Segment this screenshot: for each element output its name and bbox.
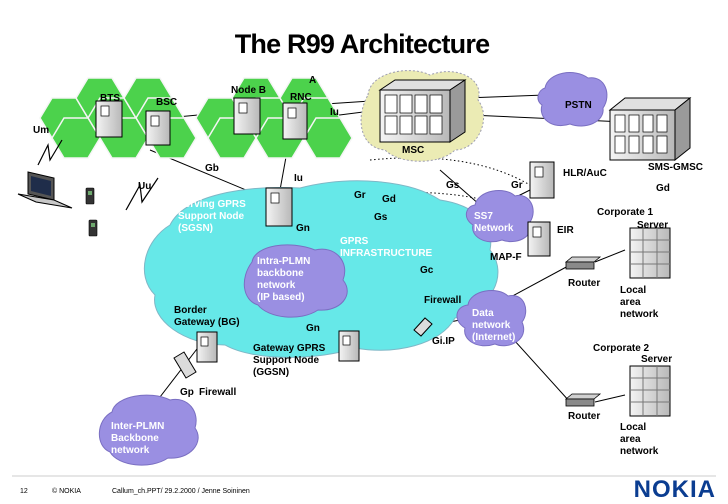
- firewall-gi-icon: [413, 317, 433, 337]
- hlr-auc-label: HLR/AuC: [563, 168, 607, 179]
- data-network-label-2: network: [472, 320, 511, 331]
- interface-gd-mid-label: Gd: [382, 194, 396, 205]
- bts-server-icon: [95, 100, 123, 138]
- gprs-infrastructure-label-2: INFRASTRUCTURE: [340, 248, 433, 259]
- corporate-1-server-icon: [629, 227, 671, 279]
- intra-plmn-label-4: (IP based): [257, 292, 305, 303]
- server-2-label: Server: [641, 354, 672, 365]
- node-b-label: Node B: [231, 85, 266, 96]
- mobile-phone-2-icon: [88, 219, 98, 237]
- corporate-1-label: Corporate 1: [597, 207, 654, 218]
- router-1-icon: [564, 256, 602, 270]
- interface-iu-mid-label: Iu: [294, 173, 303, 184]
- firewall-gi-label: Firewall: [424, 295, 461, 306]
- interface-gd-right-label: Gd: [656, 183, 670, 194]
- map-f-label: MAP-F: [490, 252, 522, 263]
- pstn-label: PSTN: [565, 100, 592, 111]
- inter-plmn-label-2: Backbone: [111, 433, 159, 444]
- router-2-label: Router: [568, 411, 600, 422]
- page-number: 12: [20, 488, 28, 495]
- msc-server-icon: [378, 79, 467, 143]
- ss7-label-1: SS7: [474, 211, 493, 222]
- laptop-icon: [17, 171, 73, 209]
- node-b-server-icon: [233, 97, 261, 135]
- firewall-gp-label: Firewall: [199, 387, 236, 398]
- bts-label: BTS: [100, 93, 120, 104]
- border-gateway-label-2: Gateway (BG): [174, 317, 240, 328]
- page-title: The R99 Architecture: [235, 29, 490, 59]
- border-gateway-label-1: Border: [174, 305, 207, 316]
- radio-link-um-icon: [37, 139, 63, 166]
- intra-plmn-label-1: Intra-PLMN: [257, 256, 310, 267]
- ss7-label-2: Network: [474, 223, 514, 234]
- inter-plmn-label-3: network: [111, 445, 150, 456]
- radio-link-uu-icon: [125, 177, 159, 211]
- interface-gb-label: Gb: [205, 163, 219, 174]
- eir-label: EIR: [557, 225, 574, 236]
- interface-gp-label: Gp: [180, 387, 194, 398]
- interface-gc-label: Gc: [420, 265, 434, 276]
- sgsn-server-icon: [265, 187, 293, 227]
- ggsn-server-icon: [338, 330, 360, 362]
- ggsn-label-2: Support Node: [253, 355, 320, 366]
- interface-gs-top-label: Gs: [446, 180, 460, 191]
- server-1-label: Server: [637, 220, 668, 231]
- data-network-label-1: Data: [472, 308, 494, 319]
- interface-a-label: A: [309, 75, 316, 86]
- router-2-icon: [564, 393, 602, 407]
- sgsn-label-2: Support Node: [178, 211, 245, 222]
- diagram-labels: A Node B RNC BTS BSC Iu Um MSC PSTN SMS-…: [33, 75, 703, 457]
- msc-label: MSC: [402, 145, 424, 156]
- corporate-2-server-icon: [629, 365, 671, 417]
- lan-2-label-2: area: [620, 434, 641, 445]
- sgsn-label-1: Serving GPRS: [178, 199, 246, 210]
- mobile-phone-icon: [85, 187, 95, 205]
- intra-plmn-label-3: network: [257, 280, 296, 291]
- pstn-cloud: [537, 72, 608, 127]
- interface-gn-top-label: Gn: [296, 223, 310, 234]
- ggsn-label-3: (GGSN): [253, 367, 289, 378]
- sms-gmsc-label: SMS-GMSC: [648, 162, 703, 173]
- intra-plmn-backbone-cloud: [243, 244, 348, 318]
- gprs-infrastructure-label-1: GPRS: [340, 236, 369, 247]
- sms-gmsc-server-icon: [608, 96, 692, 162]
- umts-cell-cluster: [195, 77, 353, 159]
- interface-uu-label: Uu: [138, 181, 151, 192]
- corporate-2-label: Corporate 2: [593, 343, 650, 354]
- interface-gi-ip-label: Gi.IP: [432, 336, 455, 347]
- lan-1-label-3: network: [620, 309, 659, 320]
- hlr-server-icon: [529, 161, 555, 199]
- inter-plmn-label-1: Inter-PLMN: [111, 421, 164, 432]
- ss7-cloud: [465, 190, 534, 243]
- bsc-server-icon: [145, 110, 171, 146]
- lan-2-label-1: Local: [620, 422, 646, 433]
- interface-iu-top-label: Iu: [330, 107, 339, 118]
- interface-gr-mid-label: Gr: [354, 190, 366, 201]
- interface-um-label: Um: [33, 125, 49, 136]
- firewall-gp-icon: [173, 351, 197, 379]
- rnc-label: RNC: [290, 92, 312, 103]
- rnc-server-icon: [282, 102, 308, 140]
- border-gateway-server-icon: [196, 331, 218, 363]
- ggsn-label-1: Gateway GPRS: [253, 343, 326, 354]
- nokia-logo: NOKIA: [634, 476, 716, 503]
- bsc-label: BSC: [156, 97, 177, 108]
- sgsn-label-3: (SGSN): [178, 223, 213, 234]
- intra-plmn-label-2: backbone: [257, 268, 304, 279]
- lan-1-label-2: area: [620, 297, 641, 308]
- file-info-text: Callum_ch.PPT/ 29.2.2000 / Jenne Soinine…: [112, 488, 250, 495]
- interface-gr-top-label: Gr: [511, 180, 523, 191]
- eir-server-icon: [527, 221, 551, 257]
- lan-1-label-1: Local: [620, 285, 646, 296]
- interface-gn-bottom-label: Gn: [306, 323, 320, 334]
- data-network-label-3: (Internet): [472, 332, 515, 343]
- lan-2-label-3: network: [620, 446, 659, 457]
- interface-gs-mid-label: Gs: [374, 212, 388, 223]
- data-network-cloud: [456, 290, 527, 347]
- router-1-label: Router: [568, 278, 600, 289]
- inter-plmn-cloud: [98, 394, 199, 466]
- copyright-text: © NOKIA: [52, 487, 81, 495]
